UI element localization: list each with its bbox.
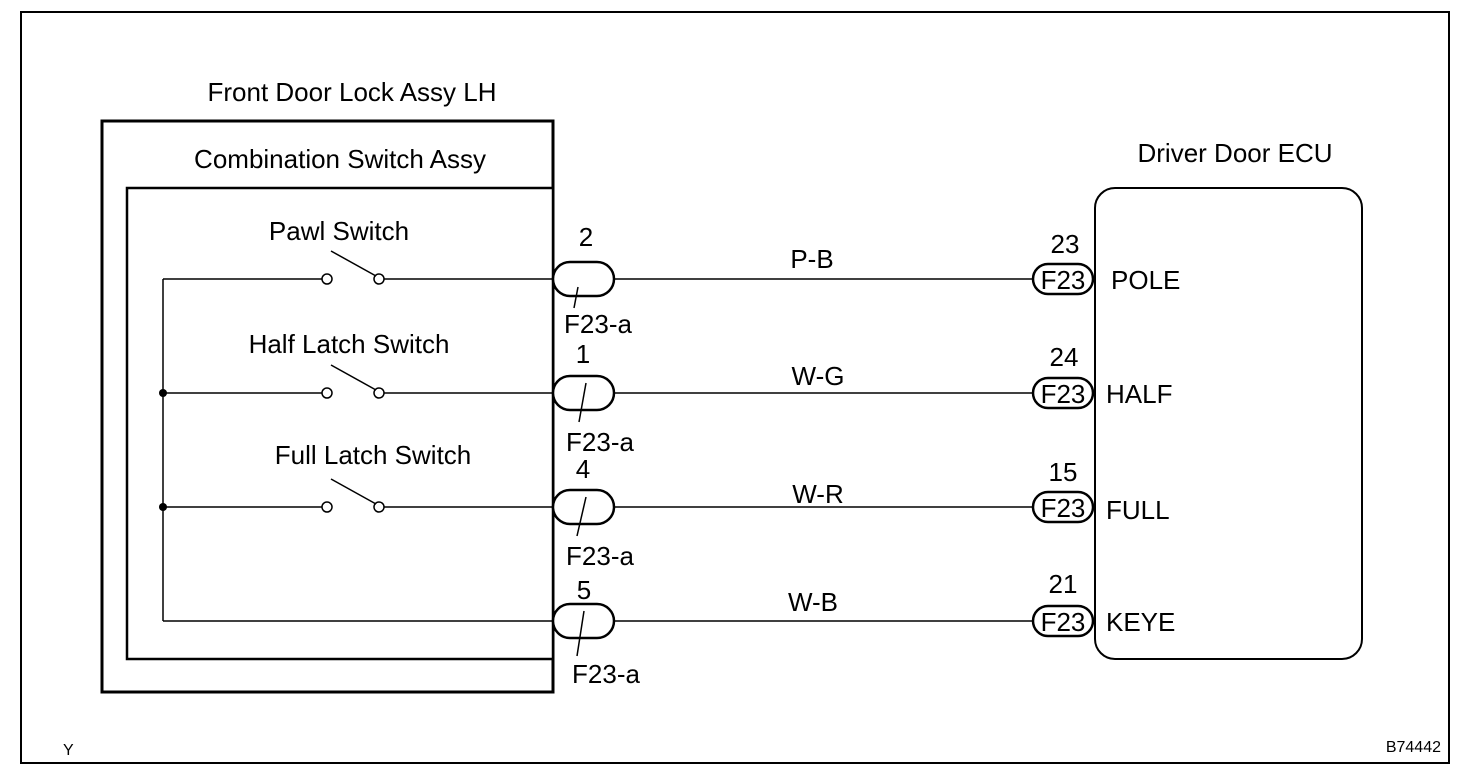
driver-door-ecu-box [1094,187,1363,660]
full-latch-switch: Full Latch Switch [163,440,556,513]
pin-left-number: 1 [576,339,590,369]
circuit-keye: 5 F23-a W-B 21 F23 KEYE [551,569,1175,689]
wire-color-label: W-R [792,479,844,509]
connector-right [1031,376,1095,410]
ecu-terminal-label: FULL [1106,495,1170,525]
ecu-terminal-label: POLE [1111,265,1180,295]
connector-left-code: F23-a [566,427,634,457]
pin-right-number: 15 [1049,457,1078,487]
diagram-frame [20,11,1450,764]
ecu-terminal-label: HALF [1106,379,1172,409]
pin-left-number: 5 [577,575,591,605]
connector-right-code: F23 [1041,379,1086,409]
pawl-switch-label: Pawl Switch [269,216,409,246]
circuit-full: 4 F23-a W-R 15 F23 FULL [551,454,1170,571]
connector-right-code: F23 [1041,493,1086,523]
circuit-pole: 2 F23-a P-B 23 F23 POLE [551,222,1180,339]
pawl-switch: Pawl Switch [163,216,556,285]
connector-left [551,602,616,640]
combination-switch-assy-box [125,186,555,661]
connector-left-code: F23-a [572,659,640,689]
connector-right-code: F23 [1041,607,1086,637]
pin-right-number: 23 [1051,229,1080,259]
pin-right-number: 21 [1049,569,1078,599]
connector-left [551,260,616,298]
half-latch-switch-label: Half Latch Switch [249,329,450,359]
footer-left-code: Y [63,742,74,759]
combination-switch-assy-label: Combination Switch Assy [194,144,486,174]
wire-color-label: W-B [788,587,838,617]
ecu-terminal-label: KEYE [1106,607,1175,637]
driver-door-ecu-label: Driver Door ECU [1137,138,1332,168]
pin-right-number: 24 [1050,342,1079,372]
circuit-half: 1 F23-a W-G 24 F23 HALF [551,339,1172,457]
connector-right [1031,490,1095,524]
footer-figure-code: B74442 [1386,739,1441,756]
connector-right-code: F23 [1041,265,1086,295]
connector-left-code: F23-a [566,541,634,571]
connector-right [1031,262,1095,296]
wire-color-label: P-B [790,244,833,274]
front-door-lock-assy-label: Front Door Lock Assy LH [208,77,497,107]
half-latch-switch: Half Latch Switch [163,329,556,399]
pin-left-number: 4 [576,454,590,484]
wire-color-label: W-G [792,361,845,391]
pin-left-number: 2 [579,222,593,252]
full-latch-switch-label: Full Latch Switch [275,440,472,470]
connector-right [1031,604,1095,638]
connector-left-code: F23-a [564,309,632,339]
